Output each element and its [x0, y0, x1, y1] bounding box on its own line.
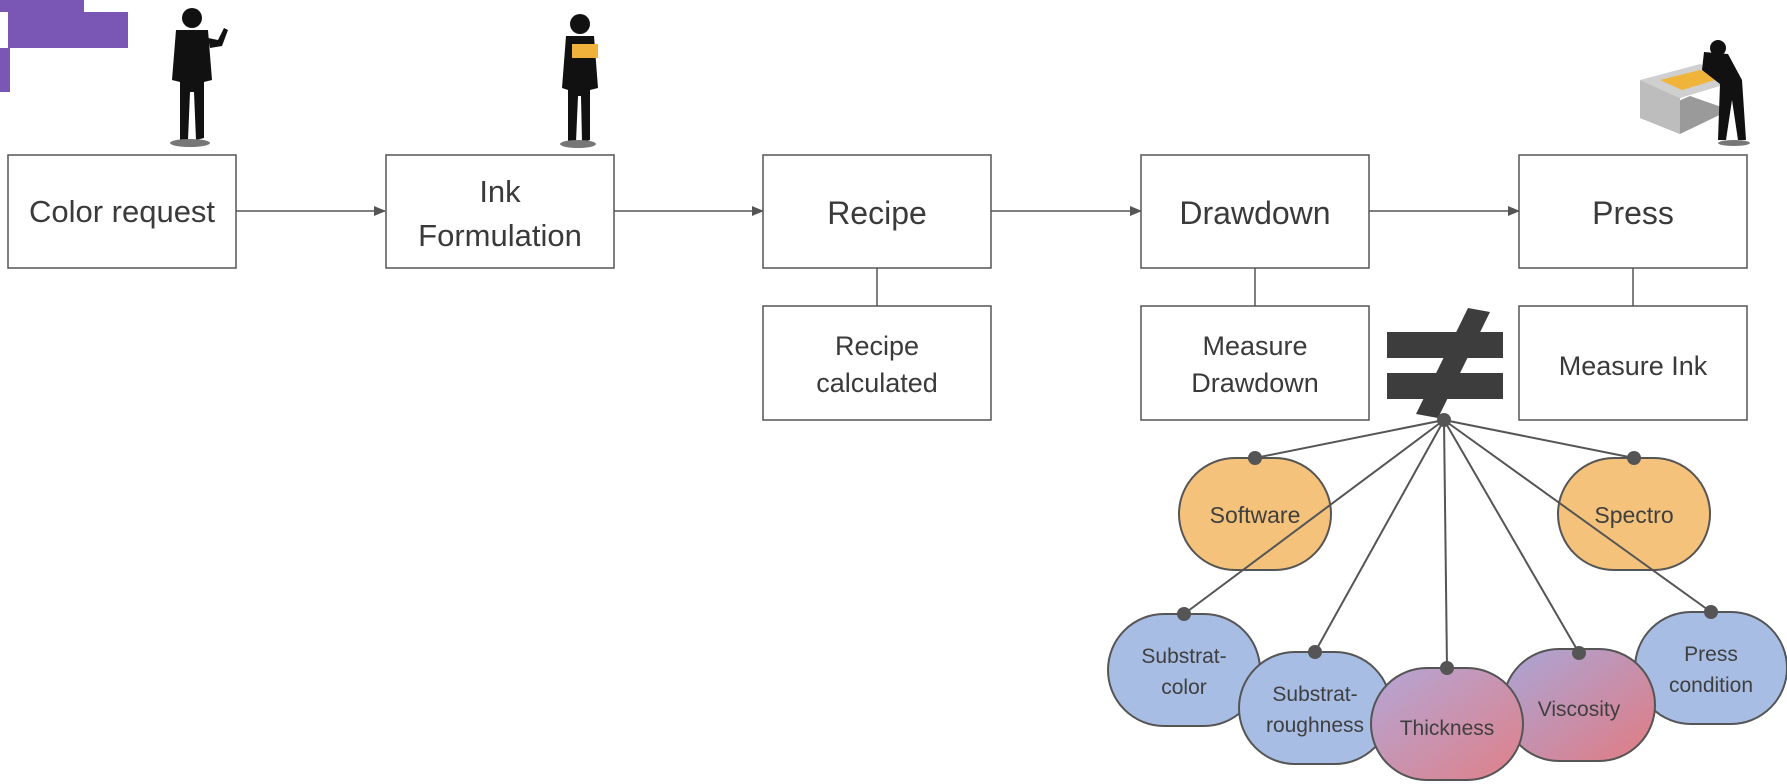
sub-box-recipe-calculated: Recipe calculated — [762, 305, 992, 421]
spectro-label: Spectro — [1594, 502, 1673, 528]
ink-formulation-label-line1: Ink — [479, 174, 521, 209]
viscosity-label: Viscosity — [1538, 698, 1621, 721]
flow-box-ink-formulation: Ink Formulation — [385, 154, 615, 269]
bubble-press-condition: Press condition — [1634, 611, 1787, 725]
press-label: Press — [1592, 195, 1674, 231]
press-operator-icon — [1640, 40, 1750, 146]
recipe-calculated-line1: Recipe — [835, 331, 919, 361]
presenter-silhouette-icon — [170, 8, 228, 147]
bubble-substrat-roughness: Substrat- roughness — [1238, 651, 1392, 765]
flow-box-drawdown: Drawdown — [1140, 154, 1370, 269]
recipe-label: Recipe — [827, 195, 927, 231]
color-request-label: Color request — [29, 194, 215, 229]
substrat-color-line2: color — [1161, 676, 1207, 699]
substrat-color-line1: Substrat- — [1141, 645, 1226, 668]
bubble-software: Software — [1178, 457, 1332, 571]
factor-bubbles: Software Spectro Substrat- color Substra… — [1107, 457, 1787, 781]
bubble-spectro: Spectro — [1557, 457, 1711, 571]
press-condition-line2: condition — [1669, 674, 1753, 697]
flow-box-press: Press — [1518, 154, 1748, 269]
drawdown-label: Drawdown — [1179, 195, 1330, 231]
sub-box-measure-ink: Measure Ink — [1518, 305, 1748, 421]
connector-dots — [1177, 413, 1718, 675]
corner-accent — [0, 0, 128, 92]
ink-formulation-label-line2: Formulation — [418, 218, 582, 253]
measure-drawdown-line2: Drawdown — [1191, 368, 1319, 398]
sub-box-measure-drawdown: Measure Drawdown — [1140, 305, 1370, 421]
bubble-substrat-color: Substrat- color — [1107, 613, 1261, 727]
factor-connectors — [1183, 419, 1712, 669]
flow-box-color-request: Color request — [7, 154, 237, 269]
measure-drawdown-line1: Measure — [1202, 331, 1307, 361]
person-holding-sample-icon — [560, 14, 598, 148]
substrat-roughness-line2: roughness — [1266, 714, 1364, 737]
bubble-thickness: Thickness — [1370, 667, 1524, 781]
recipe-calculated-line2: calculated — [816, 368, 938, 398]
flow-arrows — [236, 206, 1634, 306]
press-condition-line1: Press — [1684, 643, 1738, 666]
thickness-label: Thickness — [1400, 717, 1495, 740]
not-equal-icon — [1387, 308, 1503, 418]
software-label: Software — [1210, 502, 1301, 528]
measure-ink-label: Measure Ink — [1559, 351, 1708, 381]
flow-box-recipe: Recipe — [762, 154, 992, 269]
substrat-roughness-line1: Substrat- — [1272, 683, 1357, 706]
bubble-viscosity: Viscosity — [1502, 648, 1656, 762]
